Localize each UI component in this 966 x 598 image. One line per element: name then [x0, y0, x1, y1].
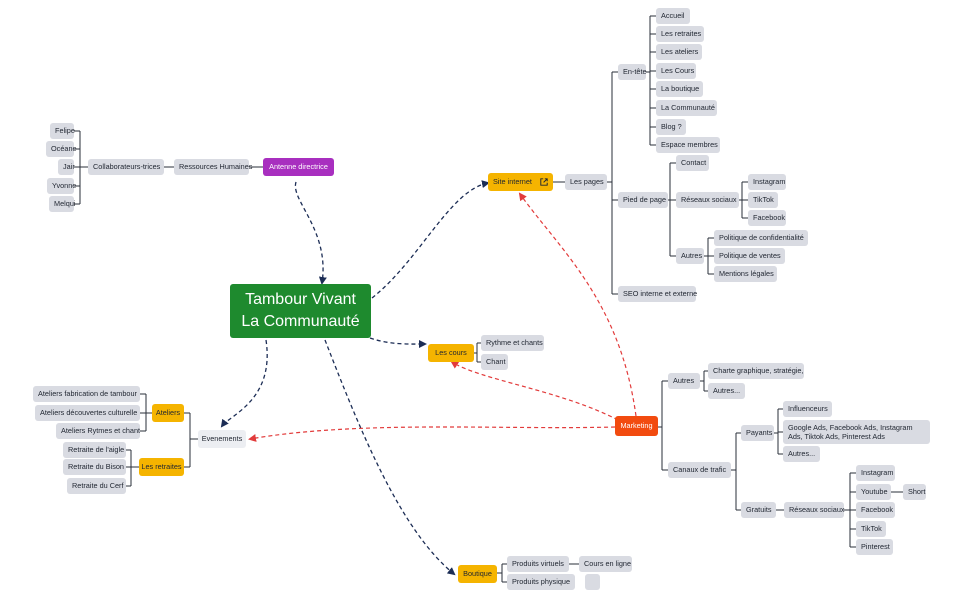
page-la-boutique[interactable]: La boutique [656, 81, 703, 97]
topic-ateliers[interactable]: Ateliers [152, 404, 184, 422]
atelier-rytmes-chant[interactable]: Ateliers Rytmes et chant [56, 423, 140, 439]
footer-autres[interactable]: Autres [676, 248, 704, 264]
retraite-aigle[interactable]: Retraite de l'aigle [63, 442, 126, 458]
footer-politique-ventes[interactable]: Politique de ventes [714, 248, 785, 264]
gratuits-short[interactable]: Short [903, 484, 926, 500]
footer-politique-confidentialite[interactable]: Politique de confidentialité [714, 230, 808, 246]
gratuits-youtube[interactable]: Youtube [856, 484, 891, 500]
atelier-fabrication[interactable]: Ateliers fabrication de tambour [33, 386, 140, 402]
footer-reseaux-sociaux[interactable]: Réseaux sociaux [676, 192, 739, 208]
retraite-cerf[interactable]: Retraite du Cerf [67, 478, 126, 494]
payants-influenceurs[interactable]: Influenceurs [783, 401, 832, 417]
link-central-evenements [220, 339, 268, 428]
marketing-autres[interactable]: Autres [668, 373, 700, 389]
payants-autres[interactable]: Autres... [783, 446, 820, 462]
atelier-decouvertes[interactable]: Ateliers découvertes culturelle [35, 405, 140, 421]
page-les-cours[interactable]: Les Cours [656, 63, 696, 79]
topic-antenne-directrice[interactable]: Antenne directrice [263, 158, 334, 176]
member-oceane[interactable]: Océane [46, 141, 77, 157]
topic-boutique[interactable]: Boutique [458, 565, 497, 583]
page-les-ateliers[interactable]: Les ateliers [656, 44, 702, 60]
page-blog[interactable]: Blog ? [656, 119, 686, 135]
site-internet-label: Site internet [493, 177, 532, 187]
topic-ressources-humaines[interactable]: Ressources Humaines [174, 159, 252, 175]
boutique-cours-en-ligne[interactable]: Cours en ligne [579, 556, 632, 572]
topic-marketing[interactable]: Marketing [615, 416, 658, 436]
marketing-charte[interactable]: Charte graphique, stratégie, [708, 363, 804, 379]
marketing-autres-dots[interactable]: Autres... [708, 383, 745, 399]
footer-facebook[interactable]: Facebook [748, 210, 786, 226]
canaux-payants[interactable]: Payants [741, 425, 774, 441]
cours-rythme-et-chants[interactable]: Rythme et chants [481, 335, 544, 351]
gratuits-pinterest[interactable]: Pinterest [856, 539, 893, 555]
topic-seo[interactable]: SEO interne et externe [618, 286, 697, 302]
footer-contact[interactable]: Contact [676, 155, 709, 171]
gratuits-facebook[interactable]: Facebook [856, 502, 895, 518]
link-central-boutique [324, 339, 456, 576]
central-line1: Tambour Vivant [245, 291, 356, 309]
member-jair[interactable]: Jair [58, 159, 75, 175]
topic-site-internet[interactable]: Site internet [488, 173, 553, 191]
topic-en-tete[interactable]: En-tête [618, 64, 647, 80]
central-line2: La Communauté [241, 313, 360, 330]
footer-tiktok[interactable]: TikTok [748, 192, 778, 208]
footer-mentions-legales[interactable]: Mentions légales [714, 266, 777, 282]
topic-les-pages[interactable]: Les pages [565, 174, 607, 190]
boutique-empty-topic[interactable] [585, 574, 600, 590]
topic-les-cours[interactable]: Les cours [428, 344, 474, 362]
canaux-gratuits[interactable]: Gratuits [741, 502, 776, 518]
page-accueil[interactable]: Accueil [656, 8, 690, 24]
marketing-canaux[interactable]: Canaux de trafic [668, 462, 731, 478]
link-central-cours [369, 337, 427, 349]
payants-ads[interactable]: Google Ads, Facebook Ads, Instagram Ads,… [783, 420, 930, 444]
member-felipe[interactable]: Felipe [50, 123, 75, 139]
topic-collaborateurs[interactable]: Collaborateurs-trices [88, 159, 164, 175]
central-topic[interactable]: Tambour Vivant La Communauté [230, 284, 371, 338]
page-les-retraites[interactable]: Les retraites [656, 26, 704, 42]
gratuits-instagram[interactable]: Instagram [856, 465, 895, 481]
boutique-produits-virtuels[interactable]: Produits virtuels [507, 556, 569, 572]
page-espace-membres[interactable]: Espace membres [656, 137, 720, 153]
footer-instagram[interactable]: Instagram [748, 174, 786, 190]
link-central-antenne [294, 181, 327, 285]
gratuits-reseaux-sociaux[interactable]: Réseaux sociaux [784, 502, 845, 518]
page-la-communaute[interactable]: La Communauté [656, 100, 717, 116]
link-marketing-cours [450, 360, 619, 421]
topic-pied-de-page[interactable]: Pied de page [618, 192, 668, 208]
external-link-icon[interactable] [540, 178, 548, 186]
gratuits-tiktok[interactable]: TikTok [856, 521, 886, 537]
link-marketing-evenements [248, 426, 616, 442]
retraite-bison[interactable]: Retraite du Bison [63, 459, 126, 475]
boutique-produits-physique[interactable]: Produits physique [507, 574, 575, 590]
topic-evenements[interactable]: Evenements [198, 430, 246, 448]
link-central-site [371, 180, 490, 299]
topic-les-retraites[interactable]: Les retraites [139, 458, 184, 476]
member-yvonne[interactable]: Yvonne [47, 178, 76, 194]
cours-chant[interactable]: Chant [481, 354, 508, 370]
member-melqui[interactable]: Melqui [49, 196, 76, 212]
link-marketing-site [518, 192, 637, 417]
